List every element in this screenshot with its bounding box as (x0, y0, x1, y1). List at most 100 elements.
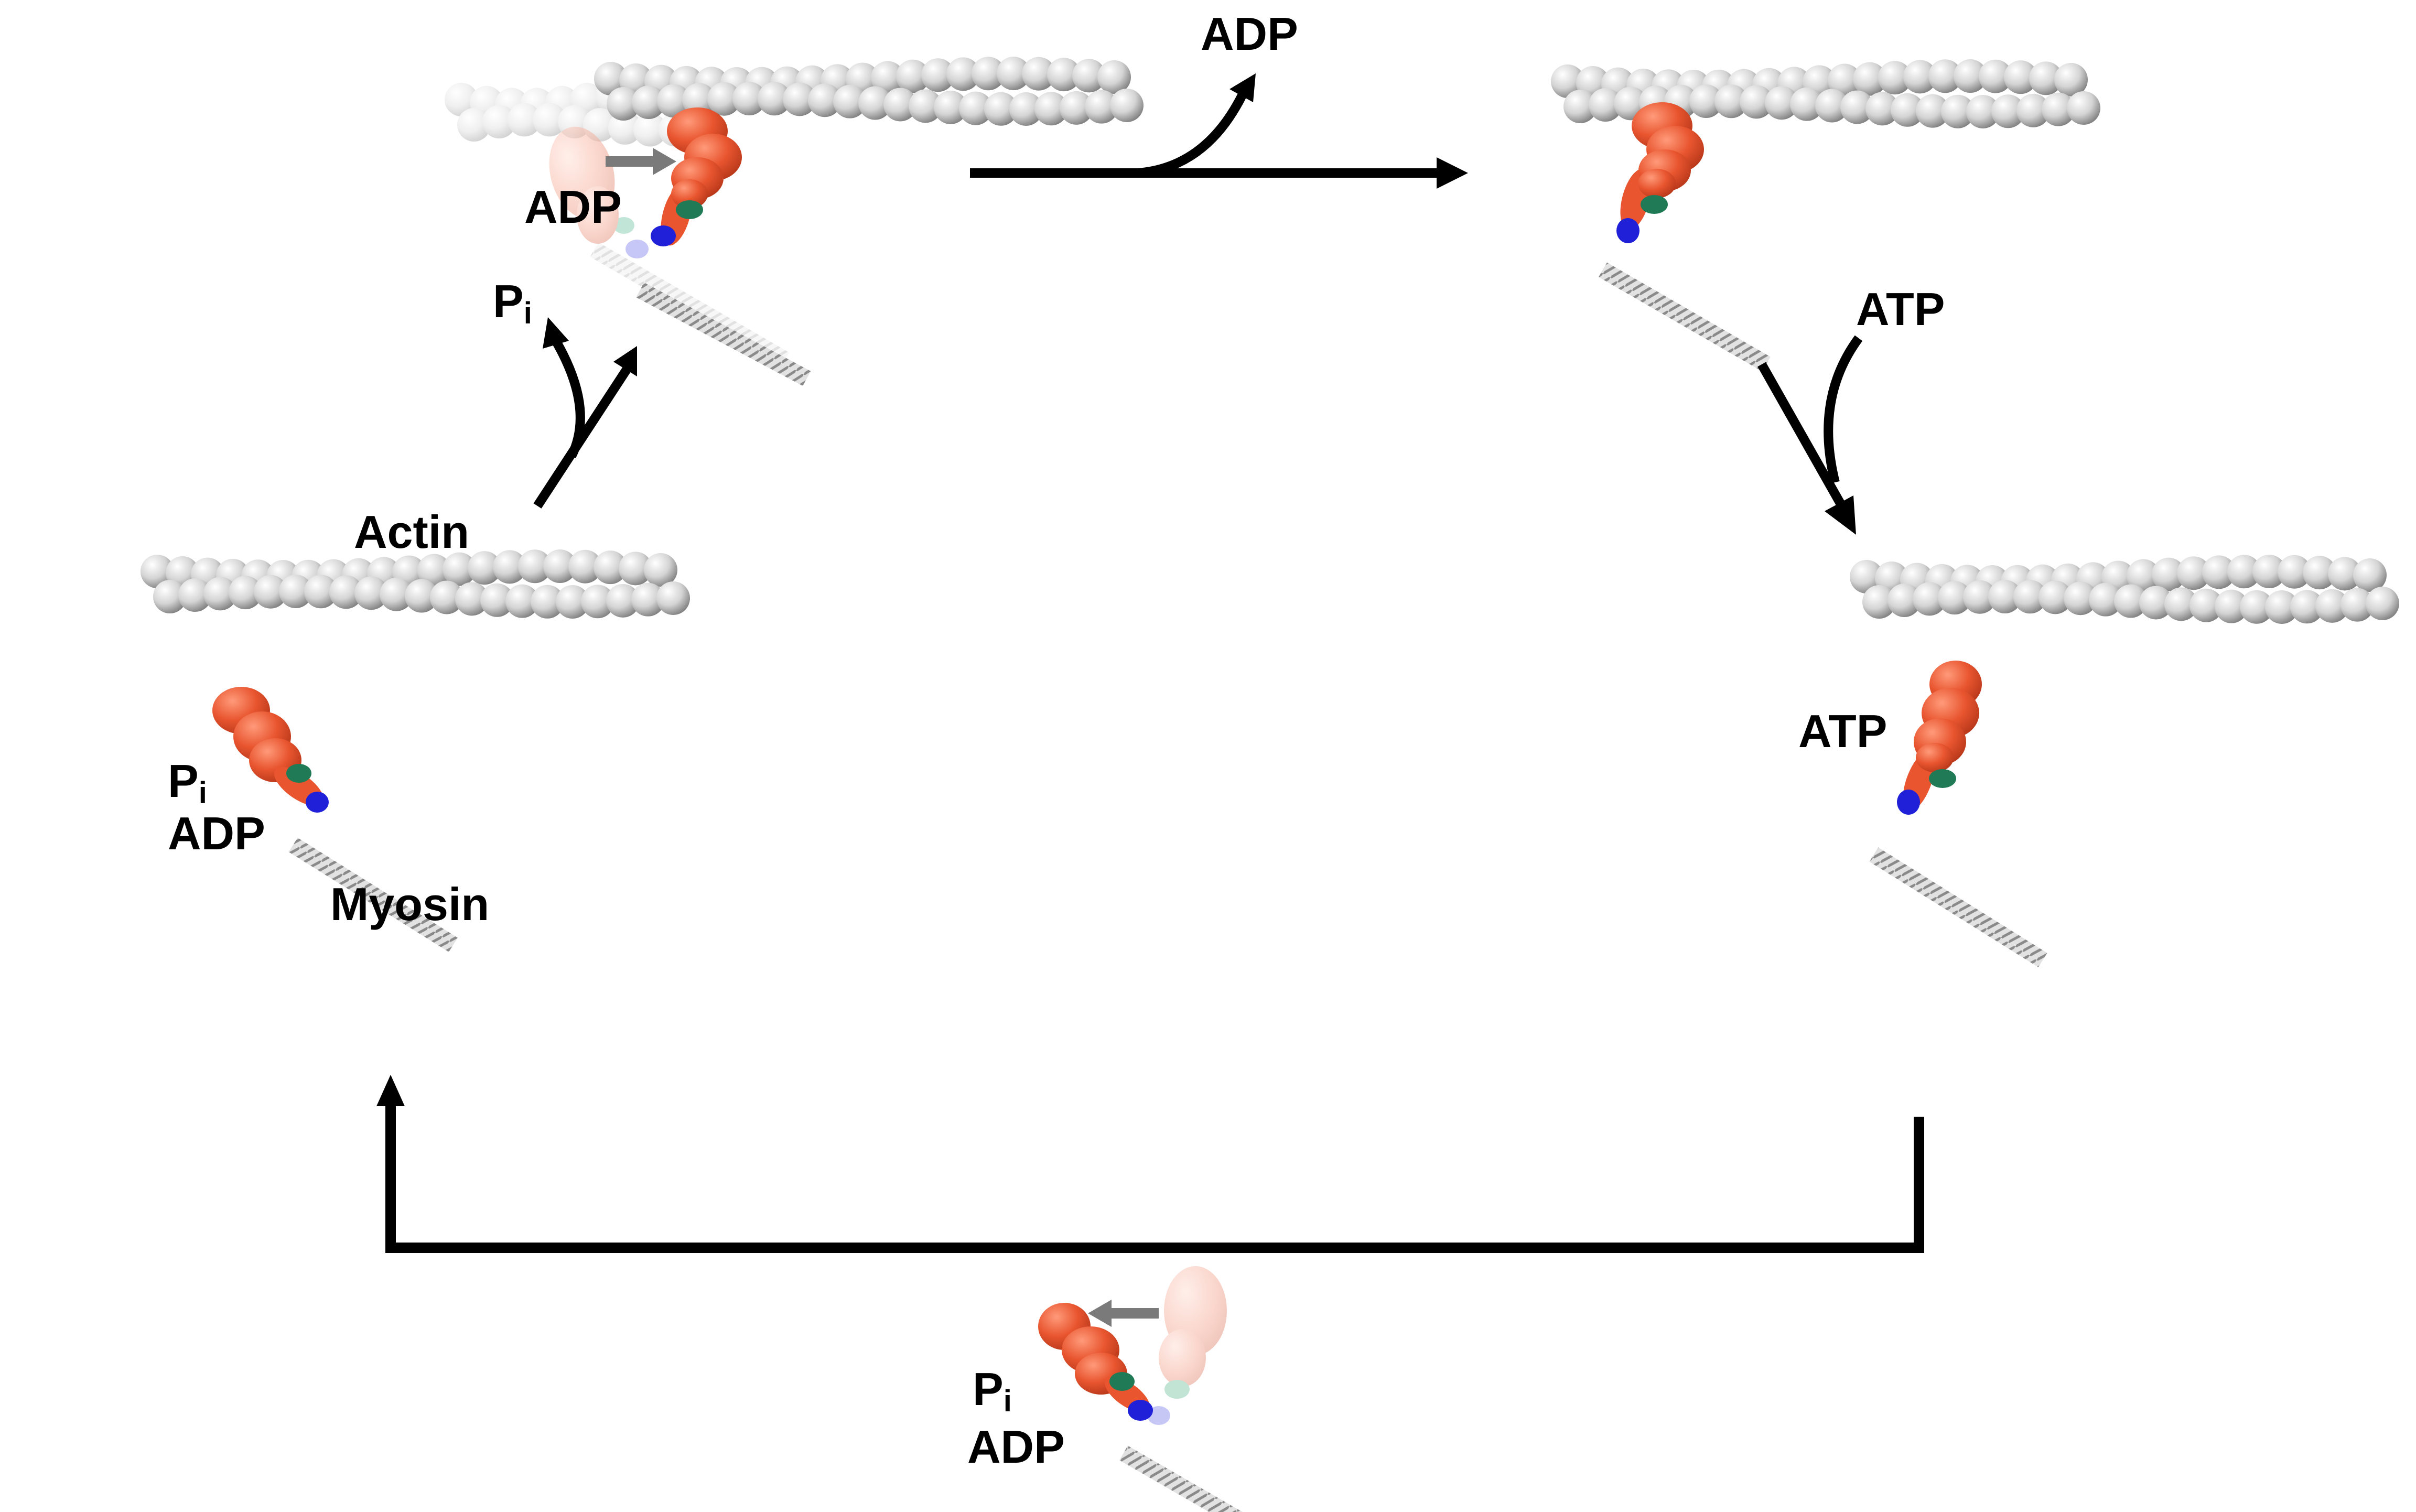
actin-monomer (608, 111, 642, 145)
arrow-recovery-return (376, 1075, 1924, 1253)
label-p: P (973, 1363, 1004, 1415)
actin-monomer (1963, 580, 1997, 614)
actin-monomer (2252, 555, 2286, 589)
actin-filament (1551, 59, 2100, 128)
label-pi-left: Pi (168, 755, 207, 810)
actin-monomer (430, 580, 463, 614)
label-adp-left: ADP (168, 807, 265, 859)
label-p: P (493, 275, 524, 327)
actin-monomer (972, 57, 1005, 91)
actin-monomer (1034, 92, 1068, 126)
actin-monomer (2328, 557, 2361, 591)
actin-monomer (2366, 586, 2399, 620)
actin-monomer (644, 553, 677, 587)
actin-monomer (921, 58, 955, 92)
actin-monomer (1888, 584, 1921, 618)
actin-monomer (1916, 94, 1949, 128)
actin-monomer (178, 578, 212, 612)
actin-monomer (808, 83, 842, 117)
myosin-atp-bound (1869, 661, 2047, 967)
actin-monomer (1047, 58, 1081, 92)
arrow-atp-binding (1757, 335, 1863, 535)
actin-monomer (203, 577, 237, 611)
shift-arrow-left (1088, 1300, 1159, 1327)
actin-monomer (1853, 62, 1886, 96)
actin-monomer (1850, 560, 1883, 593)
actin-monomer (279, 575, 312, 609)
actin-monomer (1790, 87, 1824, 121)
actin-monomer (1941, 94, 1975, 128)
arrow-actin-binding-pi-release (533, 317, 637, 509)
actin-monomer (1060, 91, 1093, 125)
myosin-motor-after-powerstroke (636, 107, 811, 386)
actin-monomer (2004, 60, 2037, 94)
actin-monomer (2114, 584, 2148, 618)
actin-monomer (1988, 580, 2022, 614)
actin-monomer (1913, 582, 1946, 616)
actin-monomer (1840, 90, 1874, 124)
actin-monomer (2127, 559, 2160, 593)
actin-monomer (455, 582, 489, 616)
actin-monomer (1072, 59, 1106, 93)
label-subscript-i: i (199, 776, 207, 810)
actin-monomer (2064, 581, 2097, 615)
actin-monomer (1097, 60, 1131, 94)
actin-monomer (883, 88, 917, 122)
actin-filament (1850, 555, 2399, 624)
actin-monomer (2152, 557, 2185, 591)
label-p: P (168, 755, 199, 807)
actin-monomer (1928, 59, 1962, 93)
label-atp-binding: ATP (1856, 283, 1945, 335)
actin-monomer (2164, 587, 2198, 621)
actin-monomer (1991, 94, 2025, 128)
actin-monomer (468, 551, 501, 585)
actin-monomer (657, 84, 691, 118)
actin-monomer (606, 584, 640, 618)
actin-monomer (2278, 555, 2311, 589)
actin-monomer (2290, 590, 2324, 624)
actin-monomer (417, 554, 451, 588)
actin-monomer (2227, 555, 2261, 589)
actin-monomer (1022, 57, 1055, 91)
actin-monomer (531, 585, 564, 619)
actin-monomer (984, 92, 1018, 126)
actin-monomer (1714, 84, 1748, 118)
actin-monomer (909, 89, 942, 123)
actin-monomer (896, 59, 930, 93)
actin-monomer (518, 549, 552, 584)
actin-monomer (632, 85, 665, 120)
actin-monomer (1085, 90, 1118, 124)
actin-monomer (493, 550, 526, 584)
actin-monomer (594, 550, 627, 585)
actin-monomer (556, 585, 589, 619)
actin-monomer (445, 83, 478, 116)
actin-monomer (1740, 85, 1773, 119)
actin-monomer (2089, 582, 2122, 617)
label-adp-bound: ADP (524, 181, 622, 233)
actin-monomer (1891, 93, 1924, 127)
actin-monomer (380, 577, 413, 611)
actin-monomer (1878, 61, 1912, 95)
actin-monomer (1689, 84, 1723, 118)
actin-monomer (1954, 59, 1987, 93)
actin-monomer (1979, 59, 2012, 93)
actin-monomer (482, 105, 516, 139)
actin-monomer (707, 82, 741, 116)
actin-monomer (354, 576, 388, 610)
actin-monomer (304, 575, 338, 609)
actin-monomer (581, 585, 614, 619)
actin-monomer (607, 87, 640, 121)
actin-monomer (631, 582, 665, 617)
actin-filament (141, 549, 690, 619)
actin-monomer (1966, 94, 2000, 128)
actin-monomer (2340, 588, 2374, 622)
actin-monomer (2202, 555, 2236, 589)
actin-monomer (758, 82, 791, 116)
actin-monomer (2265, 590, 2299, 624)
myosin-motor-recovery (1038, 1303, 1301, 1512)
actin-monomer (508, 103, 541, 137)
actin-monomer (594, 62, 628, 95)
actin-monomer (2315, 589, 2349, 623)
label-myosin: Myosin (330, 878, 489, 930)
